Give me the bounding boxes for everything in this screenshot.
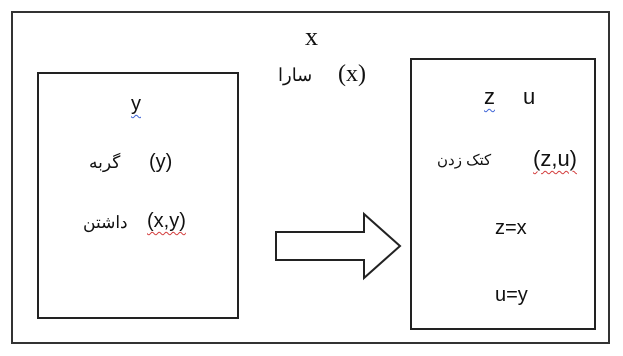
left-row2-paren: (x,y) (147, 210, 186, 232)
diagram-frame (11, 11, 610, 344)
right-box: z u (z,u) کتک زدن z=x u=y (410, 58, 596, 330)
top-title: x (305, 22, 318, 51)
left-row1-text: گربه (89, 153, 121, 172)
left-box: y (y) گربه (x,y) داشتن (37, 72, 239, 319)
subtitle-text: سارا (278, 65, 313, 85)
right-var-z: z (484, 84, 495, 109)
left-var: y (131, 93, 141, 115)
right-arrow-icon (275, 211, 402, 281)
right-row1-paren: (z,u) (533, 146, 577, 171)
right-var-u: u (523, 84, 536, 109)
right-eq2: u=y (495, 284, 528, 306)
top-subtitle: سارا (x) (270, 60, 400, 92)
left-row1-paren: (y) (149, 151, 173, 173)
right-eq1: z=x (495, 217, 527, 239)
left-row2-text: داشتن (83, 213, 128, 232)
subtitle-var: (x) (338, 61, 366, 87)
right-row1-text: کتک زدن (437, 152, 492, 169)
